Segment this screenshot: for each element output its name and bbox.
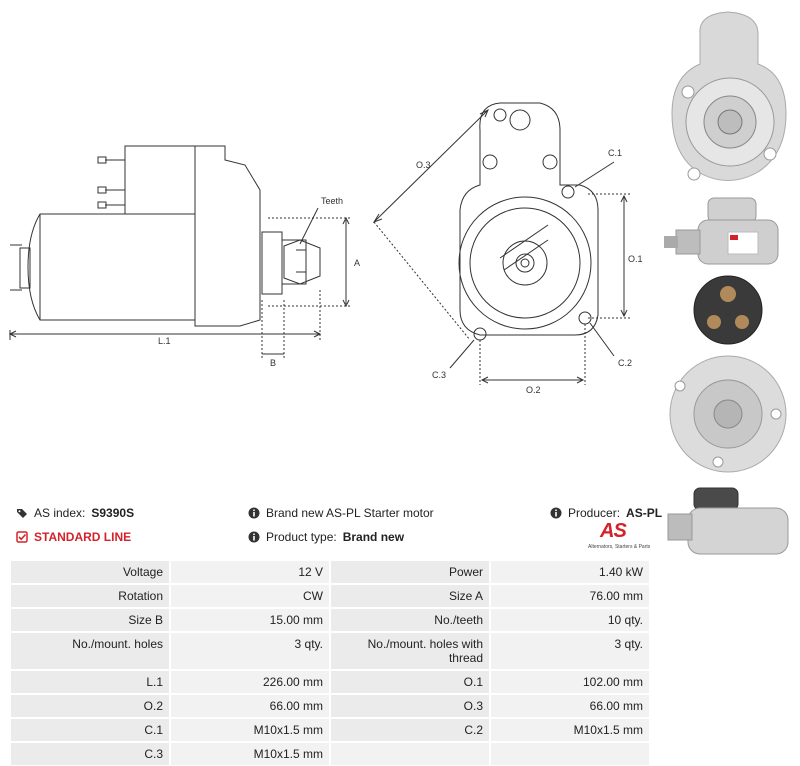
spec-table: Voltage 12 V Power 1.40 kW Rotation CW S… bbox=[9, 559, 651, 766]
table-row: C.3 M10x1.5 mm bbox=[9, 741, 651, 766]
spec-key: Size A bbox=[329, 583, 491, 609]
spec-value: 3 qty. bbox=[489, 631, 651, 671]
spec-key: No./mount. holes bbox=[9, 631, 171, 671]
spec-key: No./teeth bbox=[329, 607, 491, 633]
product-photo-strip bbox=[658, 0, 800, 560]
table-row: Voltage 12 V Power 1.40 kW bbox=[9, 559, 651, 585]
table-row: C.1 M10x1.5 mm C.2 M10x1.5 mm bbox=[9, 717, 651, 743]
spec-value: 102.00 mm bbox=[489, 669, 651, 695]
table-row: O.2 66.00 mm O.3 66.00 mm bbox=[9, 693, 651, 719]
motor-body-outline bbox=[27, 213, 196, 321]
spec-value: 10 qty. bbox=[489, 607, 651, 633]
spec-key: O.3 bbox=[329, 693, 491, 719]
logo-mark: AS bbox=[600, 520, 627, 542]
spec-key: O.1 bbox=[329, 669, 491, 695]
description-text: Brand new AS-PL Starter motor bbox=[266, 506, 434, 520]
spec-key: No./mount. holes with thread bbox=[329, 631, 491, 671]
as-index-label: AS index: bbox=[34, 506, 86, 520]
info-icon bbox=[248, 531, 260, 543]
spec-key: Power bbox=[329, 559, 491, 585]
spec-value: 15.00 mm bbox=[169, 607, 331, 633]
product-info: AS index: S9390S STANDARD LINE Brand new… bbox=[10, 500, 662, 556]
producer: Producer: AS-PL bbox=[550, 506, 662, 520]
spec-value: M10x1.5 mm bbox=[169, 741, 331, 766]
photo-terminal-view[interactable] bbox=[658, 274, 800, 350]
spec-value: 76.00 mm bbox=[489, 583, 651, 609]
info-icon bbox=[550, 507, 562, 519]
label-c2: C.2 bbox=[618, 358, 632, 368]
spec-key: O.2 bbox=[9, 693, 171, 719]
starter-dimension-drawing: Teeth A B L.1 O.3 C.1 O.1 C.2 C.3 O.2 bbox=[8, 102, 643, 395]
label-c1: C.1 bbox=[608, 148, 622, 158]
label-o3: O.3 bbox=[416, 160, 431, 170]
table-row: Size B 15.00 mm No./teeth 10 qty. bbox=[9, 607, 651, 633]
logo-tagline: Alternators, Starters & Parts bbox=[588, 544, 651, 550]
spec-value: M10x1.5 mm bbox=[489, 717, 651, 743]
mount-hole-c1 bbox=[561, 185, 575, 199]
label-c3: C.3 bbox=[432, 370, 446, 380]
label-a: A bbox=[354, 258, 360, 268]
drive-housing-outline bbox=[194, 145, 261, 327]
spec-key: C.2 bbox=[329, 717, 491, 743]
spec-value: M10x1.5 mm bbox=[169, 717, 331, 743]
product-type: Product type: Brand new bbox=[248, 530, 404, 544]
solenoid-outline bbox=[124, 145, 196, 215]
label-o2: O.2 bbox=[526, 385, 541, 395]
standard-line-label: STANDARD LINE bbox=[34, 530, 132, 544]
spec-key: Size B bbox=[9, 607, 171, 633]
spec-value: 12 V bbox=[169, 559, 331, 585]
table-row: Rotation CW Size A 76.00 mm bbox=[9, 583, 651, 609]
producer-value: AS-PL bbox=[626, 506, 663, 520]
table-row: No./mount. holes 3 qty. No./mount. holes… bbox=[9, 631, 651, 671]
spec-value: CW bbox=[169, 583, 331, 609]
spec-key: Voltage bbox=[9, 559, 171, 585]
table-row: L.1 226.00 mm O.1 102.00 mm bbox=[9, 669, 651, 695]
label-o1: O.1 bbox=[628, 254, 643, 264]
checkbox-checked-icon bbox=[16, 531, 28, 543]
spec-value: 1.40 kW bbox=[489, 559, 651, 585]
photo-side-view[interactable] bbox=[658, 190, 800, 272]
as-index-value: S9390S bbox=[91, 506, 135, 520]
producer-label: Producer: bbox=[568, 506, 621, 520]
spec-key: C.3 bbox=[9, 741, 171, 766]
spec-value: 3 qty. bbox=[169, 631, 331, 671]
info-icon bbox=[248, 507, 260, 519]
spec-value: 66.00 mm bbox=[169, 693, 331, 719]
photo-flange-view[interactable] bbox=[658, 350, 800, 474]
spec-value-empty bbox=[489, 741, 651, 766]
label-teeth: Teeth bbox=[321, 196, 343, 206]
spec-key: C.1 bbox=[9, 717, 171, 743]
spec-key-empty bbox=[329, 741, 491, 766]
standard-line: STANDARD LINE bbox=[16, 530, 131, 544]
photo-angled-view[interactable] bbox=[658, 484, 800, 560]
product-description: Brand new AS-PL Starter motor bbox=[248, 506, 434, 520]
spec-value: 226.00 mm bbox=[169, 669, 331, 695]
as-pl-logo: AS Alternators, Starters & Parts bbox=[588, 520, 658, 556]
as-index: AS index: S9390S bbox=[16, 506, 134, 520]
spec-value: 66.00 mm bbox=[489, 693, 651, 719]
spec-key: Rotation bbox=[9, 583, 171, 609]
label-b: B bbox=[270, 358, 276, 368]
label-l1: L.1 bbox=[158, 336, 171, 346]
product-type-label: Product type: bbox=[266, 530, 337, 544]
spec-key: L.1 bbox=[9, 669, 171, 695]
technical-drawing: Teeth A B L.1 O.3 C.1 O.1 C.2 C.3 O.2 bbox=[0, 0, 660, 400]
flange-outline bbox=[459, 102, 599, 336]
tags-icon bbox=[17, 509, 27, 518]
product-type-value: Brand new bbox=[342, 530, 405, 544]
photo-front-view[interactable] bbox=[658, 4, 800, 190]
